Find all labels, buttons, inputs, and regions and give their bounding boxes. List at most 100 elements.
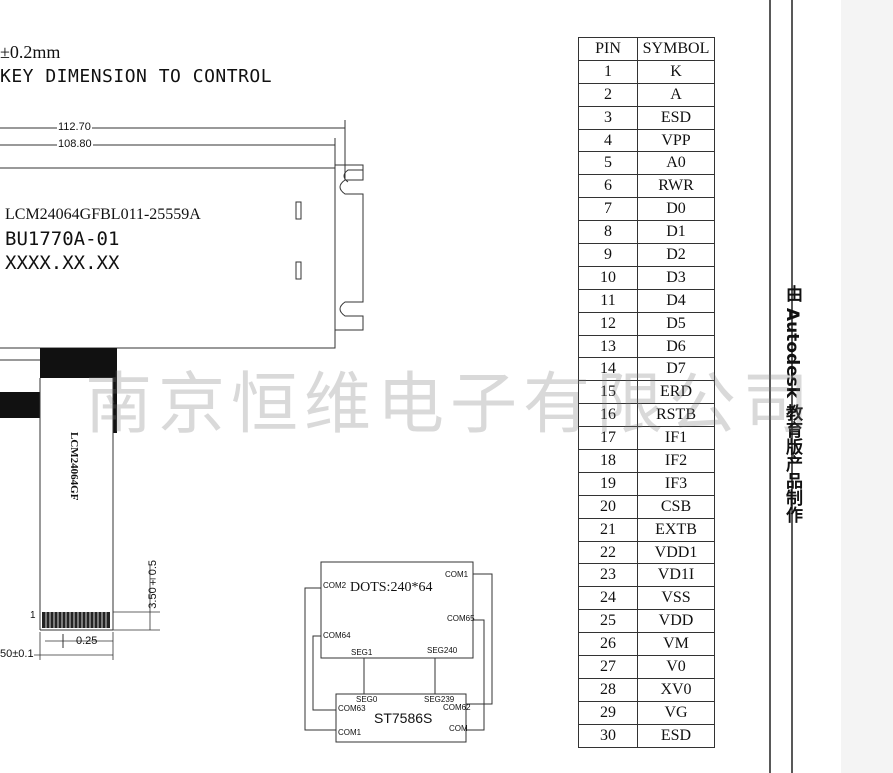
pin-symbol-cell: D5 xyxy=(637,311,715,336)
com64-label: COM64 xyxy=(323,631,351,640)
autodesk-side-text: 由 Autodesk 教育版产品制作 xyxy=(782,285,802,524)
pin-symbol-cell: VD1I xyxy=(637,563,715,588)
com1-bottom-label: COM1 xyxy=(338,728,362,737)
dots-label: DOTS:240*64 xyxy=(350,580,433,595)
pin-symbol-cell: D3 xyxy=(637,265,715,290)
driver-label: ST7586S xyxy=(374,710,433,726)
pin-symbol-cell: CSB xyxy=(637,494,715,519)
pin-number-cell: 8 xyxy=(578,220,638,245)
seg239-label: SEG239 xyxy=(424,695,455,704)
pin-number-cell: 21 xyxy=(578,517,638,542)
dim-3-50: 3.50±0.5 xyxy=(147,560,159,609)
com63-label: COM63 xyxy=(338,704,366,713)
com-right-label: COM xyxy=(449,724,468,733)
pin-number-cell: 22 xyxy=(578,540,638,565)
pin-number-cell: 13 xyxy=(578,334,638,359)
pin-symbol-cell: D2 xyxy=(637,243,715,267)
pin-symbol-cell: A xyxy=(637,82,715,107)
pin-symbol-cell: VPP xyxy=(637,128,715,153)
pin-number-cell: 29 xyxy=(578,700,638,725)
lcd-code-label: BU1770A-01 xyxy=(5,228,120,250)
com65-label: COM65 xyxy=(447,614,475,623)
fpc-pin1-label: 1 xyxy=(30,610,36,621)
pin-symbol-cell: VG xyxy=(637,700,715,725)
pin-symbol-cell: ESD xyxy=(637,105,715,130)
pin-number-cell: 27 xyxy=(578,655,638,679)
pin-number-cell: 12 xyxy=(578,311,638,336)
com2-label: COM2 xyxy=(323,581,347,590)
pin-symbol-cell: RSTB xyxy=(637,403,715,428)
pin-number-cell: 19 xyxy=(578,471,638,496)
right-blank-panel xyxy=(841,0,893,773)
pin-number-cell: 11 xyxy=(578,288,638,313)
pin-symbol-cell: VM xyxy=(637,632,715,657)
pin-column-header: PIN xyxy=(578,37,638,61)
pin-symbol-cell: D1 xyxy=(637,220,715,245)
pin-symbol-cell: VDD1 xyxy=(637,540,715,565)
pin-number-cell: 3 xyxy=(578,105,638,130)
pin-number-cell: 5 xyxy=(578,151,638,176)
dim-108-80: 108.80 xyxy=(57,138,93,150)
symbol-column-header: SYMBOL xyxy=(637,37,715,61)
pin-number-cell: 18 xyxy=(578,449,638,473)
pin-number-cell: 14 xyxy=(578,357,638,382)
pin-symbol-cell: A0 xyxy=(637,151,715,176)
fpc-label: LCM24064GF xyxy=(68,432,80,501)
seg240-label: SEG240 xyxy=(427,646,458,655)
pin-symbol-cell: VSS xyxy=(637,586,715,611)
pin-number-cell: 6 xyxy=(578,174,638,199)
pin-symbol-cell: IF2 xyxy=(637,449,715,473)
pin-symbol-cell: V0 xyxy=(637,655,715,679)
com62-label: COM62 xyxy=(443,703,471,712)
pin-number-cell: 7 xyxy=(578,197,638,222)
pin-number-cell: 28 xyxy=(578,677,638,702)
pin-symbol-cell: D0 xyxy=(637,197,715,222)
key-dimension-note: KEY DIMENSION TO CONTROL xyxy=(0,66,273,87)
pin-number-cell: 26 xyxy=(578,632,638,657)
pin-symbol-cell: XV0 xyxy=(637,677,715,702)
pin-symbol-cell: ESD xyxy=(637,723,715,748)
pin-number-cell: 10 xyxy=(578,265,638,290)
dim-50: 50±0.1 xyxy=(0,648,34,660)
company-watermark: 南京恒维电子有限公司 xyxy=(85,365,815,443)
pin-symbol-cell: VDD xyxy=(637,609,715,634)
pin-symbol-cell: EXTB xyxy=(637,517,715,542)
pin-number-cell: 20 xyxy=(578,494,638,519)
tolerance-note: ±0.2mm xyxy=(0,42,61,62)
pin-number-cell: 1 xyxy=(578,59,638,84)
dim-0-25: 0.25 xyxy=(76,635,98,647)
pin-symbol-cell: RWR xyxy=(637,174,715,199)
pin-number-cell: 9 xyxy=(578,243,638,267)
pin-number-cell: 4 xyxy=(578,128,638,153)
pin-number-cell: 25 xyxy=(578,609,638,634)
pin-number-cell: 2 xyxy=(578,82,638,107)
